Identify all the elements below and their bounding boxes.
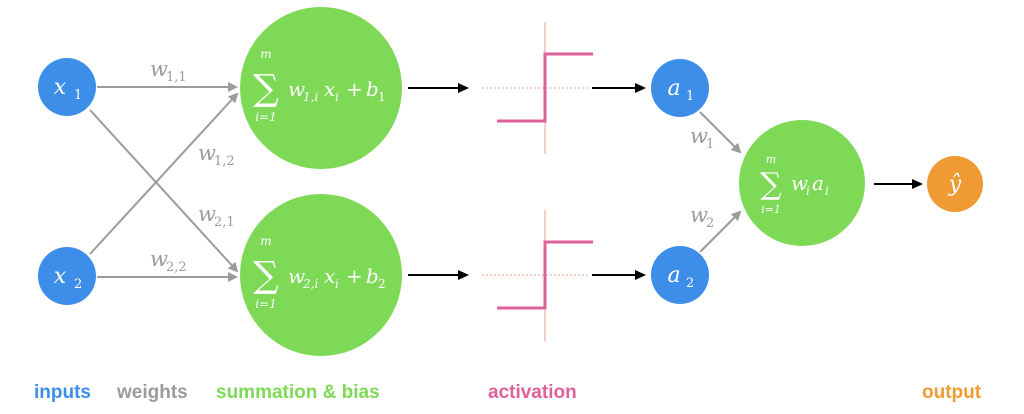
svg-text:ŷ: ŷ — [948, 172, 962, 197]
svg-text:2,i: 2,i — [302, 277, 318, 291]
edge-x1-sum2 — [89, 109, 239, 273]
legend-inputs: inputs — [34, 382, 91, 403]
svg-text:x: x — [54, 75, 67, 100]
svg-text:a: a — [667, 263, 680, 288]
output-summation-node: m ∑ i=1 w i a i — [739, 120, 865, 246]
svg-text:x: x — [54, 264, 67, 289]
svg-text:w: w — [198, 141, 216, 165]
svg-text:1: 1 — [686, 89, 694, 104]
legend-output: output — [922, 382, 982, 403]
svg-text:x: x — [324, 264, 335, 288]
legend-activation: activation — [488, 382, 577, 403]
svg-text:∑: ∑ — [760, 167, 782, 202]
weight-w2: w 2 — [690, 203, 714, 231]
svg-text:1: 1 — [74, 88, 82, 103]
summation-node-1: m ∑ i=1 w 1,i x i + b 1 — [240, 7, 402, 169]
activation-node-a1: a 1 — [651, 59, 709, 117]
svg-text:2,2: 2,2 — [166, 260, 187, 275]
svg-text:2: 2 — [378, 277, 386, 291]
svg-text:2: 2 — [74, 277, 82, 292]
svg-text:w: w — [150, 57, 168, 81]
flow-arrows — [408, 83, 923, 280]
svg-text:w: w — [150, 247, 168, 271]
svg-text:i: i — [806, 184, 810, 198]
svg-text:w: w — [690, 124, 708, 148]
output-node-yhat: ŷ — [927, 156, 983, 212]
svg-text:1: 1 — [706, 137, 714, 152]
svg-text:2,1: 2,1 — [214, 215, 235, 230]
legend-summation: summation & bias — [216, 382, 380, 403]
svg-text:w: w — [690, 203, 708, 227]
svg-text:1,2: 1,2 — [214, 154, 235, 169]
svg-text:m: m — [260, 47, 271, 61]
svg-text:m: m — [260, 234, 271, 248]
svg-text:m: m — [766, 153, 776, 166]
weight-connections — [89, 82, 742, 282]
activation-step-2 — [482, 210, 593, 341]
edge-a1-out — [699, 111, 742, 154]
svg-text:1,i: 1,i — [303, 90, 318, 104]
svg-text:∑: ∑ — [253, 68, 279, 109]
svg-text:i=1: i=1 — [255, 110, 277, 124]
svg-text:i=1: i=1 — [761, 203, 781, 216]
input-node-x1: x 1 — [38, 58, 96, 116]
svg-text:x: x — [324, 77, 335, 101]
svg-text:∑: ∑ — [253, 255, 279, 296]
svg-text:w: w — [288, 264, 305, 288]
svg-text:i: i — [335, 90, 339, 104]
svg-text:b: b — [366, 264, 379, 288]
weight-w11: w 1,1 — [150, 57, 187, 85]
svg-text:b: b — [366, 77, 379, 101]
edge-a2-out — [699, 210, 742, 253]
weight-w12: w 1,2 — [198, 141, 235, 169]
activation-node-a2: a 2 — [651, 246, 709, 304]
svg-text:a: a — [667, 76, 680, 101]
legend-weights: weights — [116, 382, 188, 403]
weight-w1: w 1 — [690, 124, 714, 152]
svg-text:+: + — [346, 77, 363, 101]
svg-text:w: w — [198, 202, 216, 226]
summation-node-2: m ∑ i=1 w 2,i x i + b 2 — [240, 194, 402, 356]
input-node-x2: x 2 — [38, 247, 96, 305]
svg-text:i: i — [825, 184, 829, 198]
svg-text:1,1: 1,1 — [166, 70, 187, 85]
svg-text:w: w — [791, 171, 808, 195]
weight-w21: w 2,1 — [198, 202, 235, 230]
svg-text:i=1: i=1 — [255, 297, 277, 311]
svg-text:1: 1 — [378, 90, 386, 104]
svg-text:+: + — [346, 264, 363, 288]
svg-text:2: 2 — [686, 276, 694, 291]
activation-step-1 — [482, 22, 593, 154]
svg-text:a: a — [812, 171, 824, 195]
svg-text:w: w — [288, 77, 305, 101]
weight-w22: w 2,2 — [150, 247, 187, 275]
svg-text:2: 2 — [706, 216, 714, 231]
edge-x2-sum1 — [89, 92, 239, 255]
svg-text:i: i — [335, 277, 339, 291]
